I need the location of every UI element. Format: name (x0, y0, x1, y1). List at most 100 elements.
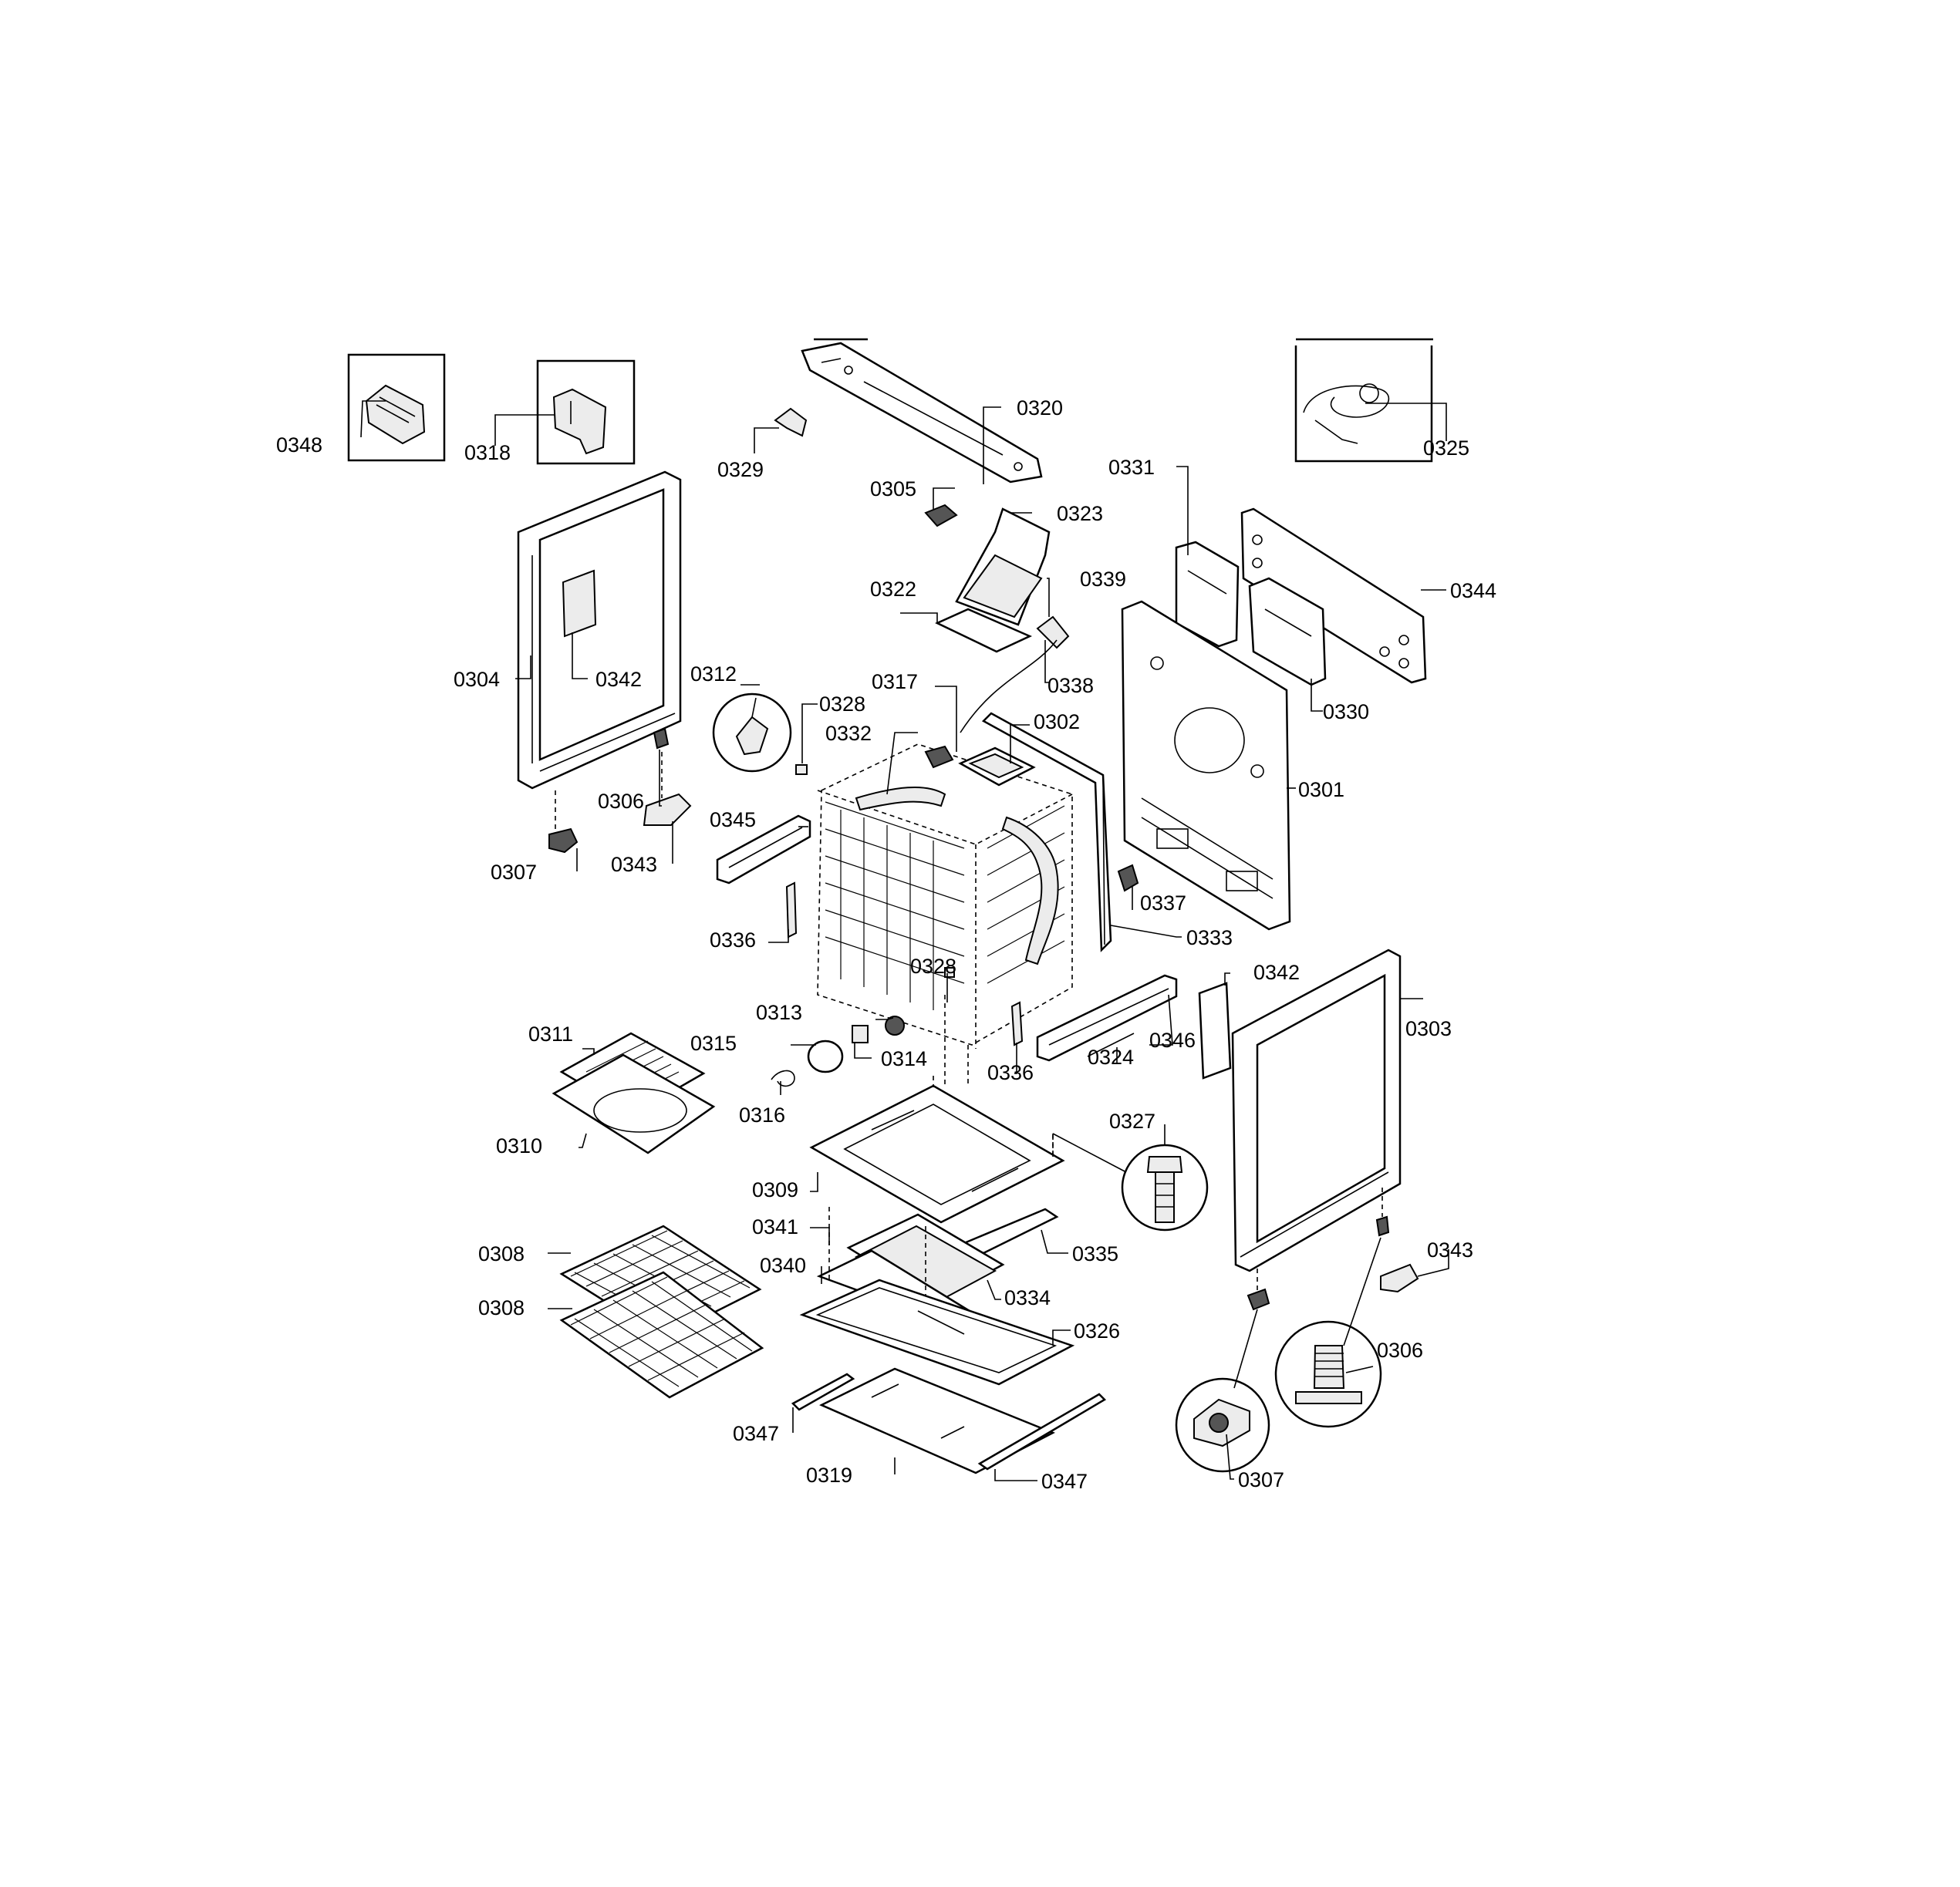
label-0306-right: 0306 (1377, 1339, 1423, 1362)
label-0317: 0317 (872, 670, 918, 693)
inset-0318 (536, 359, 636, 465)
label-0307-left: 0307 (491, 861, 537, 884)
part-0306-right-small (1375, 1215, 1390, 1237)
label-0306-left: 0306 (598, 790, 644, 813)
label-0336-left: 0336 (710, 928, 756, 952)
inset-0307 (1175, 1377, 1270, 1473)
label-0328-top: 0328 (819, 692, 865, 716)
label-0311: 0311 (528, 1023, 573, 1046)
label-0329: 0329 (717, 458, 764, 481)
part-0342-right (1198, 982, 1232, 1080)
part-0335 (962, 1208, 1059, 1255)
part-0308-rack-lower (559, 1271, 764, 1399)
label-0316: 0316 (739, 1104, 785, 1127)
part-labels: 0348 0318 0329 0320 0325 0305 0323 0331 … (276, 396, 1496, 1493)
label-0341: 0341 (752, 1215, 798, 1238)
part-0328-top (795, 764, 808, 775)
part-0317 (924, 745, 954, 769)
label-0332: 0332 (825, 722, 872, 745)
part-0313-0314 (852, 1016, 905, 1043)
label-0310: 0310 (496, 1134, 542, 1157)
label-0335: 0335 (1072, 1242, 1118, 1265)
part-0309-panel (809, 1084, 1065, 1224)
part-0326-bottom (799, 1279, 1075, 1386)
part-0347-left (791, 1373, 855, 1411)
label-0303: 0303 (1405, 1017, 1452, 1040)
part-0307-right-small (1247, 1288, 1270, 1311)
label-0334: 0334 (1004, 1286, 1051, 1309)
label-0327: 0327 (1109, 1110, 1155, 1133)
part-0336-left (785, 881, 798, 938)
part-0315 (807, 1040, 844, 1073)
part-0316 (771, 1070, 795, 1087)
label-0347-left: 0347 (733, 1422, 779, 1445)
label-0343-left: 0343 (611, 853, 657, 876)
part-0346-rail (1036, 974, 1178, 1062)
part-0343-left (643, 793, 692, 826)
part-0323-duct (955, 507, 1051, 626)
label-0307-right: 0307 (1238, 1468, 1284, 1491)
part-0330 (1248, 577, 1327, 686)
label-0324: 0324 (1088, 1046, 1134, 1069)
part-0347-right (977, 1393, 1107, 1471)
part-0336-right (1010, 1001, 1024, 1046)
label-0326: 0326 (1074, 1319, 1120, 1343)
label-0325: 0325 (1423, 436, 1469, 460)
label-0340: 0340 (760, 1254, 806, 1277)
label-0348: 0348 (276, 433, 322, 457)
label-0339: 0339 (1080, 568, 1126, 591)
label-0301: 0301 (1298, 778, 1344, 801)
label-0333: 0333 (1186, 926, 1233, 949)
part-0343-right (1380, 1263, 1419, 1293)
label-0347-right: 0347 (1041, 1470, 1088, 1493)
part-0310-pan (552, 1053, 716, 1154)
inset-0327 (1121, 1144, 1209, 1232)
label-0346: 0346 (1149, 1029, 1196, 1052)
label-0314: 0314 (881, 1047, 927, 1070)
label-0304: 0304 (454, 668, 500, 691)
label-0342-right: 0342 (1253, 961, 1300, 984)
label-0320: 0320 (1017, 396, 1063, 420)
part-0322-plate (935, 608, 1033, 653)
part-0301-rear-panel (1121, 600, 1291, 931)
part-0320-top-rail (801, 338, 1043, 484)
part-0307-left (548, 827, 579, 854)
label-0331: 0331 (1108, 456, 1155, 479)
label-0342-top: 0342 (595, 668, 642, 691)
label-0315: 0315 (690, 1032, 737, 1055)
leader-lines (360, 400, 1449, 1481)
label-0330: 0330 (1323, 700, 1369, 723)
label-0305: 0305 (870, 477, 916, 500)
part-0344 (1240, 507, 1427, 684)
label-0338: 0338 (1047, 674, 1094, 697)
inset-0312 (712, 692, 792, 773)
inset-0325 (1294, 338, 1433, 463)
label-0336-right: 0336 (987, 1061, 1034, 1084)
part-0339 (960, 615, 1070, 733)
part-0337 (1117, 864, 1139, 892)
label-0312: 0312 (690, 662, 737, 686)
label-0343-right: 0343 (1427, 1238, 1473, 1262)
part-0319-cover (819, 1367, 1055, 1474)
label-0318: 0318 (464, 441, 511, 464)
part-0302-frame (958, 712, 1112, 952)
label-0302: 0302 (1034, 710, 1080, 733)
part-0305 (924, 504, 958, 527)
label-0337: 0337 (1140, 891, 1186, 915)
part-0345-rail (716, 814, 811, 885)
part-0324 (1087, 1033, 1135, 1057)
label-0308-upper: 0308 (478, 1242, 525, 1265)
part-0329 (774, 407, 808, 437)
label-0328-mid: 0328 (910, 955, 956, 978)
label-0308-lower: 0308 (478, 1296, 525, 1319)
part-0306-left (653, 727, 670, 750)
label-0322: 0322 (870, 578, 916, 601)
inset-0306 (1274, 1320, 1382, 1428)
part-0332-gasket (855, 786, 1059, 965)
part-0304-left-door (517, 470, 682, 790)
label-0309: 0309 (752, 1178, 798, 1201)
inset-0348 (347, 353, 446, 462)
label-0319: 0319 (806, 1464, 852, 1487)
label-0344: 0344 (1450, 579, 1496, 602)
